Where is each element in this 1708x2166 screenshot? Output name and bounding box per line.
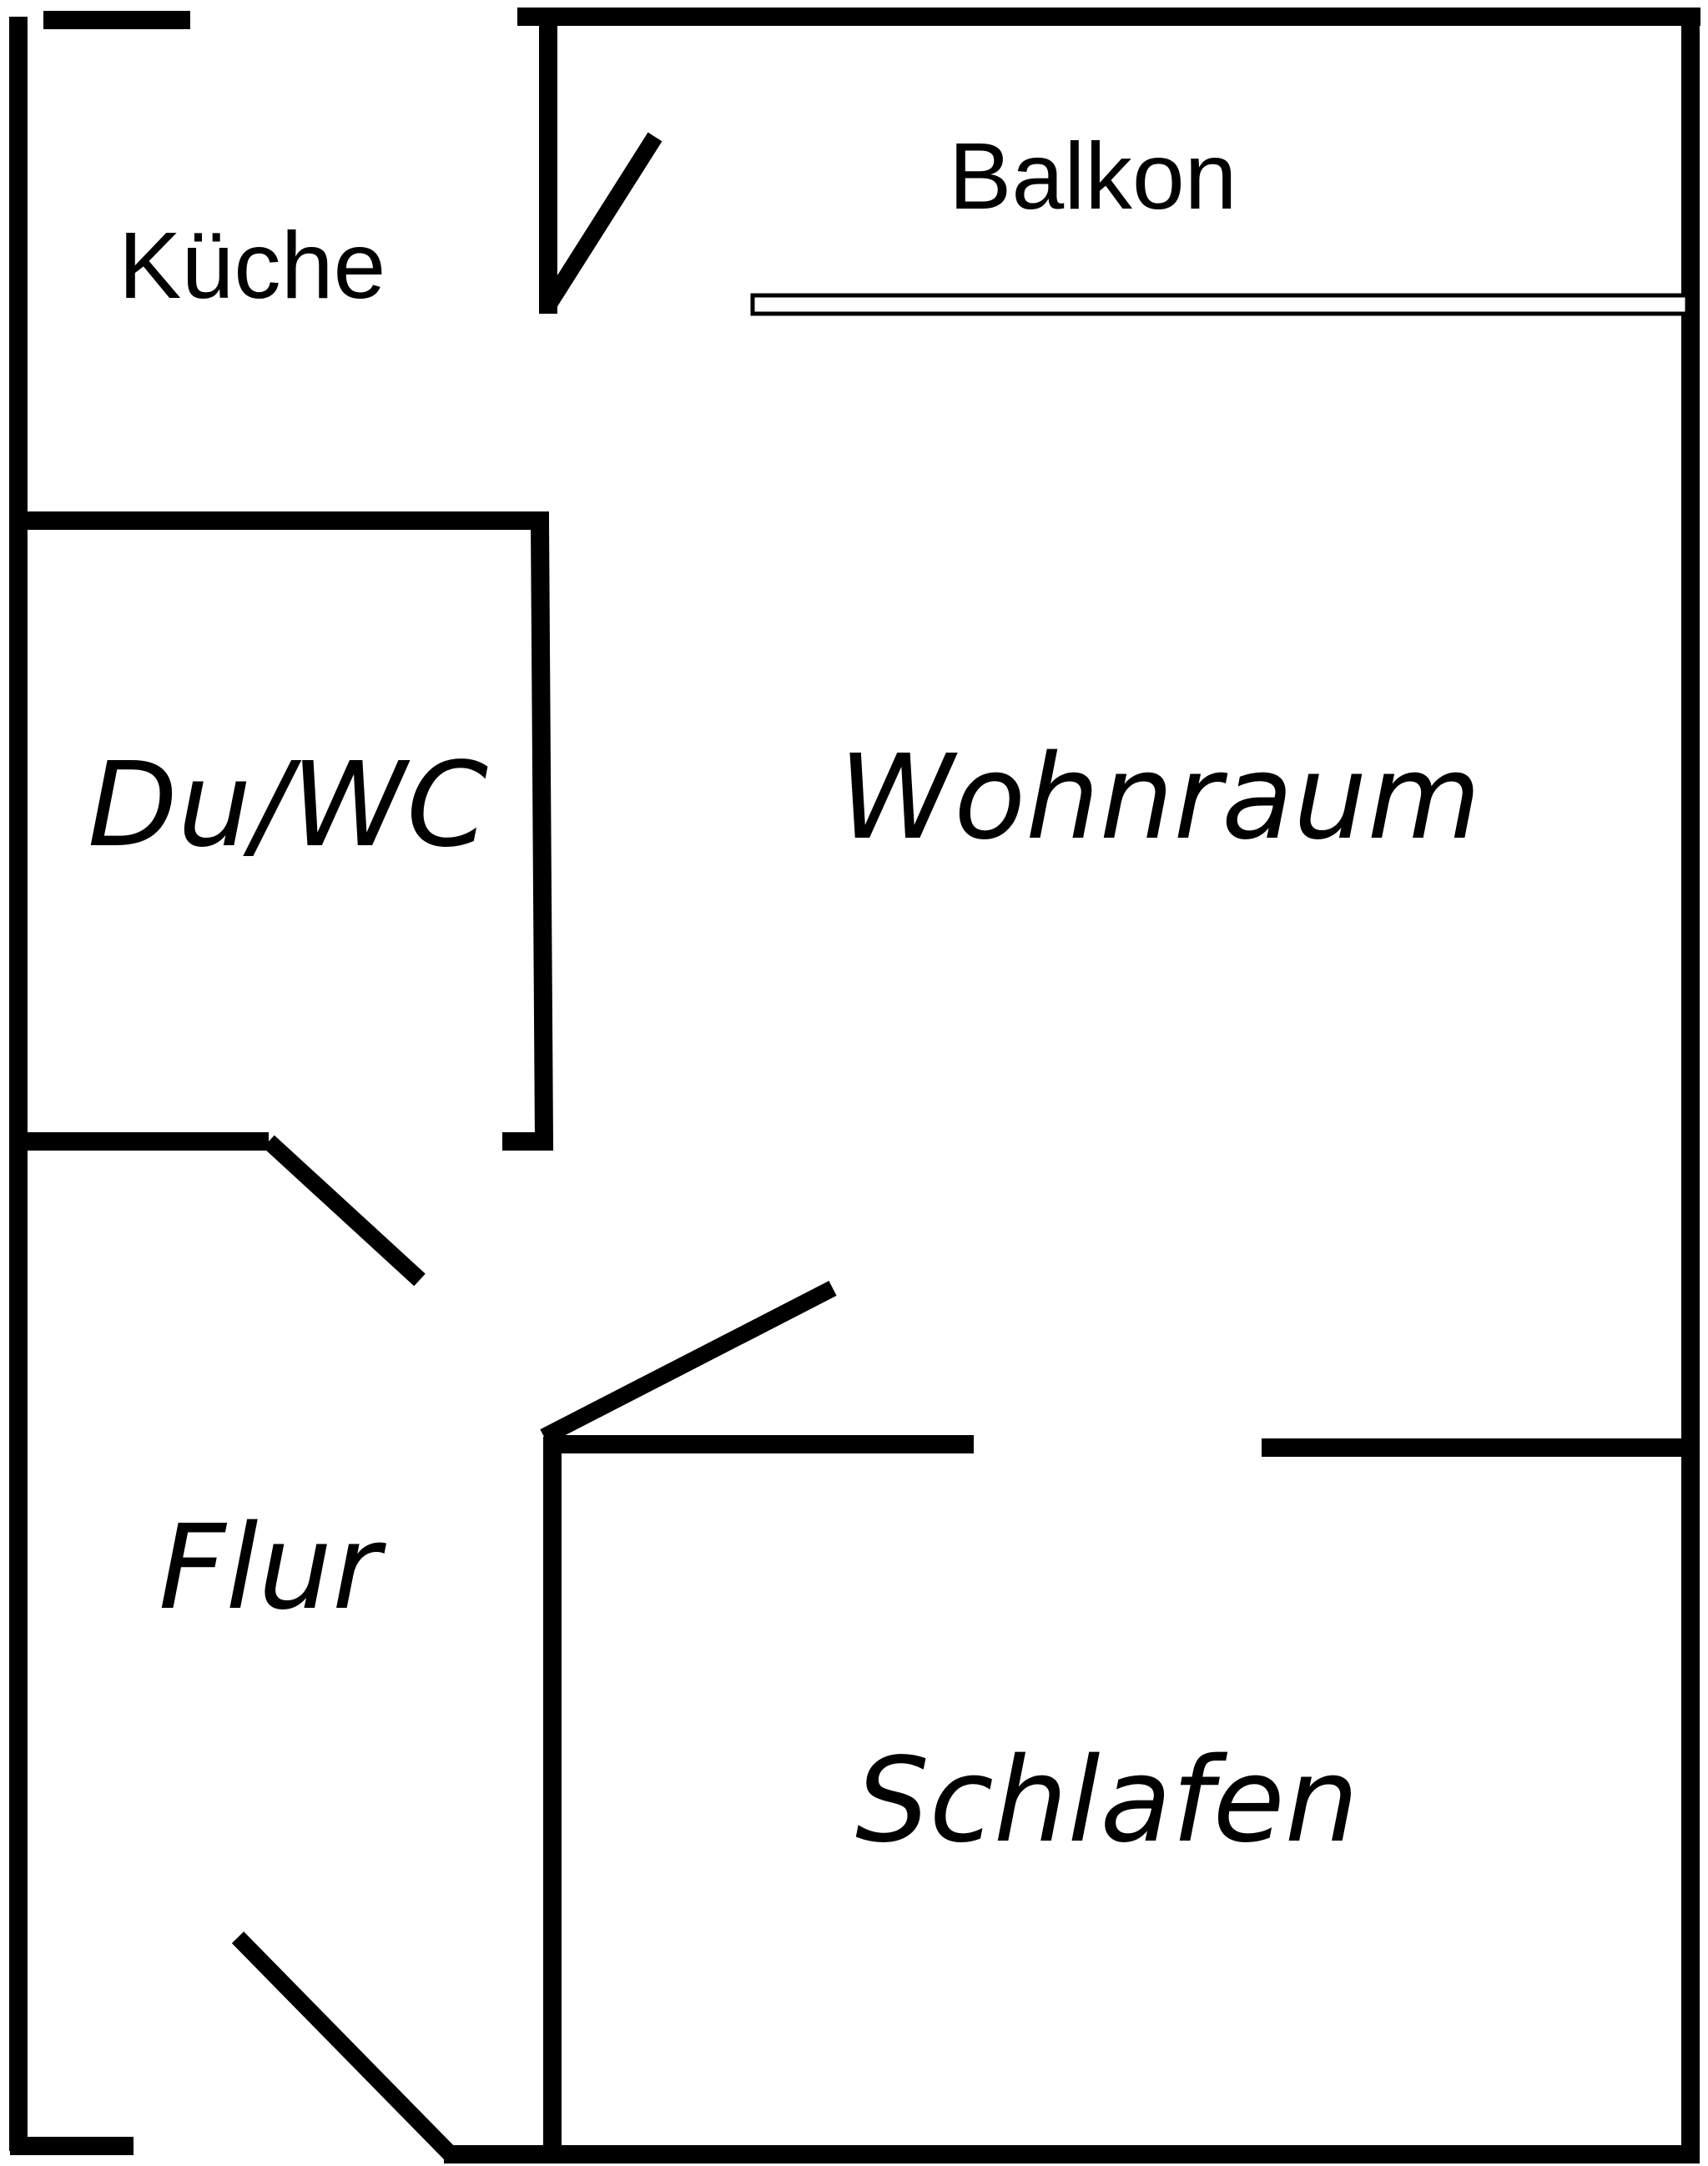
wall-bathroom xyxy=(10,511,554,1151)
door-entrance xyxy=(231,1931,457,2161)
doors xyxy=(231,132,837,2161)
balcony-window-rail xyxy=(750,293,1690,316)
door-bathroom xyxy=(263,1135,426,1287)
label-du-wc: Du/WC xyxy=(88,738,488,874)
label-kueche: Küche xyxy=(118,213,385,318)
label-balkon: Balkon xyxy=(949,123,1237,229)
door-kitchen-balcony xyxy=(541,132,663,310)
outer-walls xyxy=(9,8,1700,2163)
door-living-room xyxy=(540,1281,837,1444)
label-wohnraum: Wohnraum xyxy=(839,730,1481,866)
room-labels: Küche Balkon Du/WC Wohnraum Flur Schlafe… xyxy=(88,123,1481,1869)
label-flur: Flur xyxy=(159,1500,386,1636)
label-schlafen: Schlafen xyxy=(855,1733,1358,1869)
interior-walls xyxy=(10,25,1699,2159)
